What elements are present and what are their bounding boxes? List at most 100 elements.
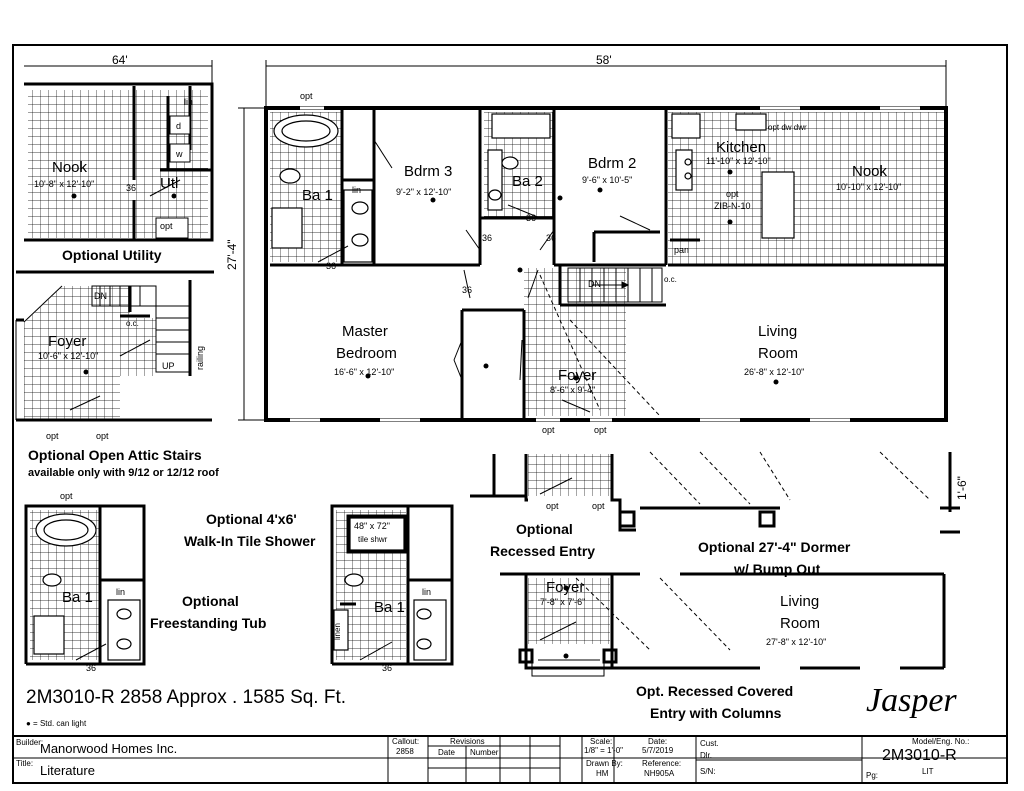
main-linen-label: lin — [352, 185, 362, 195]
recessed-caption-line2: Recessed Entry — [490, 543, 596, 559]
shower-caption-line1: Optional 4'x6' — [206, 511, 297, 527]
living-label-line2: Room — [758, 345, 799, 362]
kitchen-opt-label: opt dw dwr — [768, 123, 807, 132]
can-light-legend: ● = Std. can light — [26, 719, 87, 728]
main-oc-label: o.c. — [664, 275, 677, 284]
door-36-c: 36 — [546, 233, 557, 243]
ba2-label: Ba 2 — [512, 173, 543, 190]
util-caption: Optional Utility — [62, 247, 162, 263]
title-block-lines — [12, 735, 1008, 784]
util-dryer-label: d — [176, 121, 182, 131]
attic-stairs-inset — [15, 270, 214, 422]
tub-lin-label: lin — [116, 587, 126, 597]
tb-title: Literature — [40, 763, 95, 778]
dormer-caption-line2: w/ Bump Out — [734, 561, 821, 577]
dormer-foyer-size: 7'-8" x 7'-6" — [540, 597, 586, 607]
door-36-b: 36 — [482, 233, 493, 243]
main-stair-dn-label: DN — [588, 279, 601, 289]
tb-scale: 1/8" = 1'-0" — [584, 746, 624, 755]
dormer-inset — [500, 452, 960, 677]
tb-scale-label: Scale: — [590, 737, 613, 746]
tb-rev-date-label: Date — [438, 748, 455, 757]
tub-caption-line1: Optional — [182, 593, 239, 609]
recessed-opt-right: opt — [592, 501, 605, 511]
shower-type-label: tile shwr — [358, 535, 388, 544]
pantry-label: pan — [674, 245, 690, 255]
tile-shower-inset — [330, 504, 454, 666]
tb-cust-label: Cust. — [700, 739, 719, 748]
util-washer-label: w — [176, 149, 183, 159]
freestanding-tub-inset — [24, 504, 146, 666]
foyer-label: Foyer — [558, 367, 597, 384]
util-utl-label: Utl — [160, 175, 179, 192]
tub-ba-label: Ba 1 — [62, 589, 93, 606]
attic-caption: Optional Open Attic Stairs — [28, 447, 202, 463]
main-tub-opt-label: opt — [300, 91, 313, 101]
util-opt-label: opt — [160, 221, 173, 231]
tb-date: 5/7/2019 — [642, 746, 674, 755]
tub-door-36: 36 — [86, 663, 97, 673]
tub-opt-label: opt — [60, 491, 73, 501]
shower-linen-label: linen — [333, 623, 342, 640]
attic-railing-label: railing — [195, 345, 205, 370]
tb-sn-label: S/N: — [700, 767, 716, 776]
dormer-living-line2: Room — [780, 615, 821, 632]
nook-size: 10'-10" x 12'-10" — [836, 182, 902, 192]
master-label-line1: Master — [342, 323, 388, 340]
tb-revisions-label: Revisions — [450, 737, 485, 746]
shower-door-36: 36 — [382, 663, 393, 673]
tb-builder-label: Builder: — [16, 738, 44, 747]
attic-caption-note: available only with 9/12 or 12/12 roof — [28, 467, 219, 479]
tub-caption-line2: Freestanding Tub — [150, 615, 267, 631]
attic-up-label: UP — [162, 361, 175, 371]
dormer-bumpout-dim: 1'-6" — [955, 476, 969, 500]
tb-model: 2M3010-R — [882, 747, 957, 764]
tb-pg: LIT — [922, 767, 934, 776]
tb-model-label: Model/Eng. No.: — [912, 737, 970, 746]
attic-dn-label: DN — [94, 291, 107, 301]
attic-opt-left: opt — [46, 431, 59, 441]
tb-title-label: Title: — [16, 759, 34, 768]
island-model-label: ZIB-N-10 — [714, 201, 751, 211]
bdrm2-label: Bdrm 2 — [588, 155, 637, 172]
attic-oc-label: o.c. — [126, 319, 139, 328]
door-36-e: 36 — [462, 285, 473, 295]
master-size: 16'-6" x 12'-10" — [334, 367, 395, 377]
door-36-a: 36 — [326, 261, 337, 271]
dormer-living-line1: Living — [780, 593, 820, 610]
door-36-d: 36 — [526, 213, 537, 223]
nook-label: Nook — [852, 163, 888, 180]
front-opt-right: opt — [594, 425, 607, 435]
kitchen-label: Kitchen — [716, 139, 767, 156]
overall-depth-label: 27'-4" — [225, 239, 239, 270]
tb-drawn: HM — [596, 769, 609, 778]
kitchen-size: 11'-10" x 12'-10" — [706, 156, 771, 166]
util-nook-label: Nook — [52, 159, 88, 176]
util-lin-label: lin — [184, 97, 194, 107]
attic-opt-right: opt — [96, 431, 109, 441]
living-size: 26'-8" x 12'-10" — [744, 367, 805, 377]
recessed-entry-inset — [470, 451, 931, 532]
dormer-foyer-label: Foyer — [546, 579, 585, 596]
overall-width-label: 58' — [596, 53, 612, 67]
model-summary: 2M3010-R 2858 Approx . 1585 Sq. Ft. — [26, 687, 347, 708]
tb-builder: Manorwood Homes Inc. — [40, 741, 178, 756]
tb-callout: 2858 — [396, 747, 414, 756]
bdrm3-label: Bdrm 3 — [404, 163, 453, 180]
bdrm2-size: 9'-6" x 10'-5" — [582, 175, 633, 185]
covered-entry-caption-line1: Opt. Recessed Covered — [636, 683, 794, 699]
shower-lin-label: lin — [422, 587, 432, 597]
dormer-living-size: 27'-8" x 12'-10" — [766, 637, 827, 647]
tb-ref: NH905A — [644, 769, 675, 778]
tb-dlr-label: Dlr. — [700, 751, 712, 760]
tb-ref-label: Reference: — [642, 759, 682, 768]
attic-foyer-size: 10'-6" x 12'-10" — [38, 351, 99, 361]
island-opt-label: opt — [726, 189, 739, 199]
util-door-36: 36 — [126, 183, 137, 193]
main-plan — [238, 60, 948, 422]
ba1-label: Ba 1 — [302, 187, 333, 204]
tb-date-label: Date: — [648, 737, 668, 746]
shower-size-label: 48" x 72" — [354, 521, 390, 531]
foyer-size: 8'-6" x 9'-4" — [550, 385, 596, 395]
